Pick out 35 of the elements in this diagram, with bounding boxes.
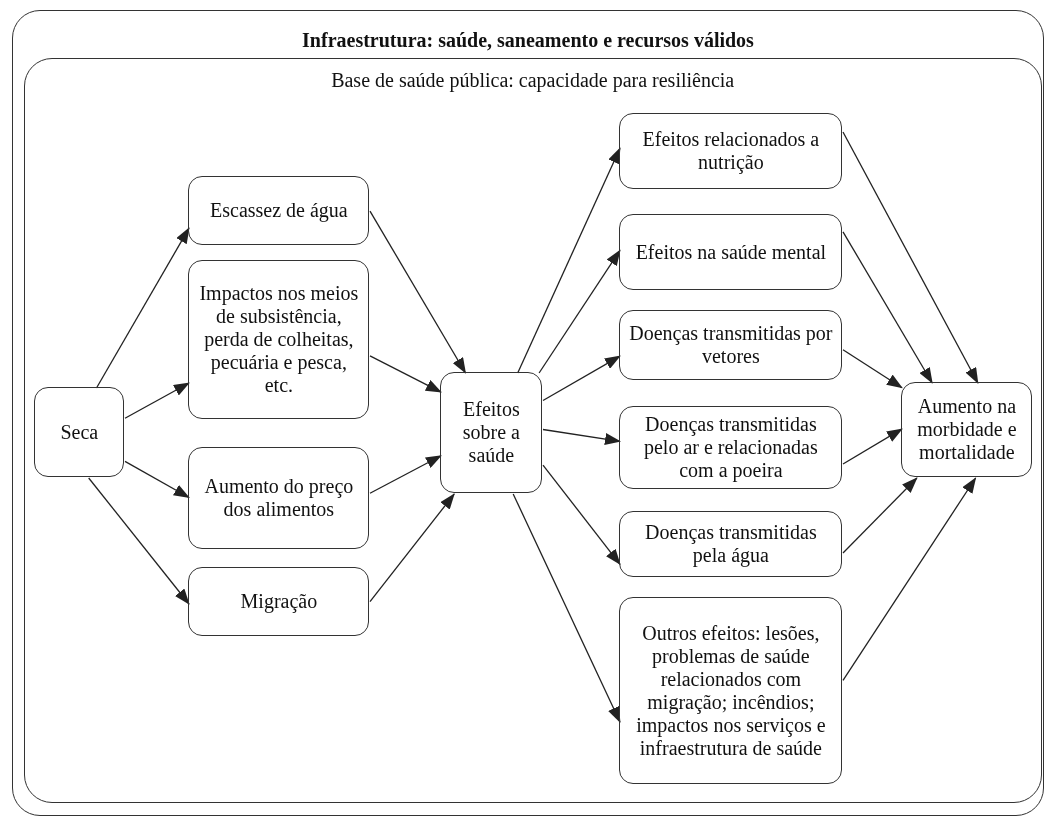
arrow [124,382,190,419]
arrow [542,355,621,402]
arrow [124,460,190,499]
arrow [369,210,467,374]
process-box: Aumento na morbidade e mortalidade [901,382,1033,478]
arrow [842,231,933,384]
process-box: Doenças transmitidas pela água [619,511,843,578]
arrow [842,477,918,554]
process-box: Migração [188,567,370,637]
arrow [542,464,621,566]
process-box: Efeitos na saúde mental [619,214,843,291]
arrow [95,227,190,389]
arrow [842,349,903,389]
process-box: Doenças transmitidas por vetores [619,310,843,381]
arrow [369,455,442,494]
process-box: Efeitos relacionados a nutrição [619,113,843,190]
arrow [369,355,442,393]
arrow [517,147,621,374]
arrow [842,428,903,465]
panel-heading: Infraestrutura: saúde, saneamento e recursos válidos [301,29,755,52]
process-box: Outros efeitos: lesões, problemas de saúde relacionados com migração; incêndios; impactos nos serviços e infraestrutura de saúde [619,597,843,785]
process-box: Escassez de água [188,176,370,246]
process-box: Aumento do preço dos alimentos [188,447,370,550]
arrow [542,428,621,445]
panel-heading: Base de saúde pública: capacidade para resiliência [330,68,736,92]
process-box: Impactos nos meios de subsistência, perda de colheitas, pecuária e pesca, etc. [188,260,370,420]
arrow [842,131,979,384]
process-box: Efeitos sobre a saúde [440,372,543,494]
arrow [842,477,977,681]
arrow [512,493,621,723]
process-box: Seca [34,387,125,478]
arrow [88,477,190,605]
process-box: Doenças transmitidas pelo ar e relacionadas com a poeira [619,406,843,490]
arrow [369,493,455,603]
arrow [538,249,621,374]
